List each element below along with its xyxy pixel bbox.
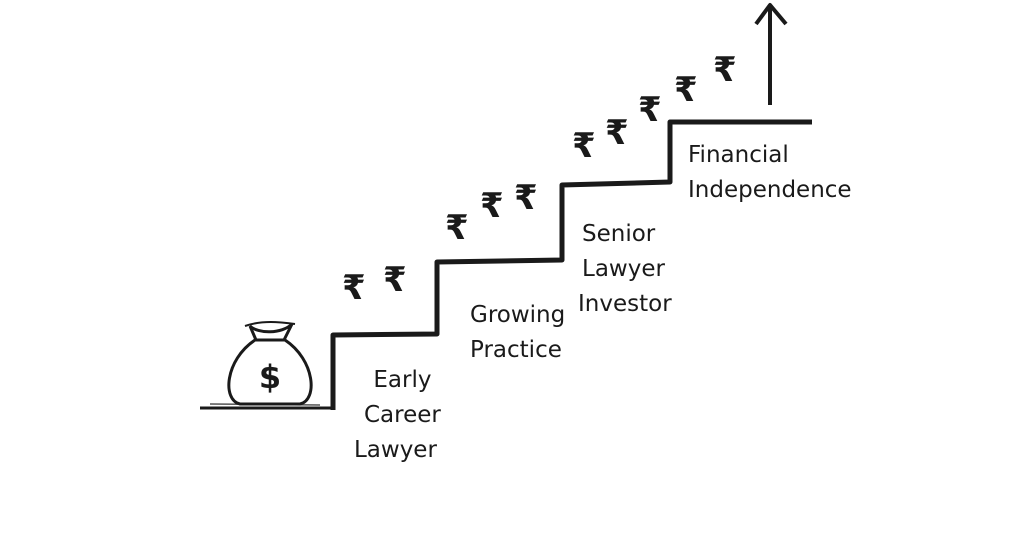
staircase <box>330 119 812 410</box>
rupee-icon: ₹ <box>572 126 596 166</box>
stage-label-financial-independence: Financial Independence <box>688 138 852 208</box>
label-line: Practice <box>470 337 562 363</box>
rupee-icon: ₹ <box>514 178 538 218</box>
label-line: Independence <box>688 177 852 203</box>
label-line: Lawyer <box>582 256 665 282</box>
stage-label-early-career: Early Career Lawyer <box>354 363 441 468</box>
label-line: Lawyer <box>353 437 437 463</box>
label-line: Career <box>364 402 441 428</box>
label-line: Investor <box>578 291 672 317</box>
rupee-icon: ₹ <box>713 50 737 90</box>
rupee-icon: ₹ <box>480 186 504 226</box>
label-line: Senior <box>582 221 656 247</box>
rupee-icon: ₹ <box>638 90 662 130</box>
rupee-icon: ₹ <box>383 260 407 300</box>
stage-label-growing-practice: Growing Practice <box>470 298 565 368</box>
money-bag-icon: $ <box>227 321 313 406</box>
rupee-icon: ₹ <box>342 268 366 308</box>
up-arrow-icon <box>754 3 788 105</box>
rupee-icon: ₹ <box>674 70 698 110</box>
rupee-icon: ₹ <box>605 113 629 153</box>
stage-label-senior-lawyer: Senior Lawyer Investor <box>578 217 672 322</box>
label-line: Growing <box>470 302 566 328</box>
rupee-icon: ₹ <box>445 208 469 248</box>
svg-text:$: $ <box>259 358 281 396</box>
label-line: Early <box>373 367 432 393</box>
label-line: Financial <box>688 142 789 168</box>
